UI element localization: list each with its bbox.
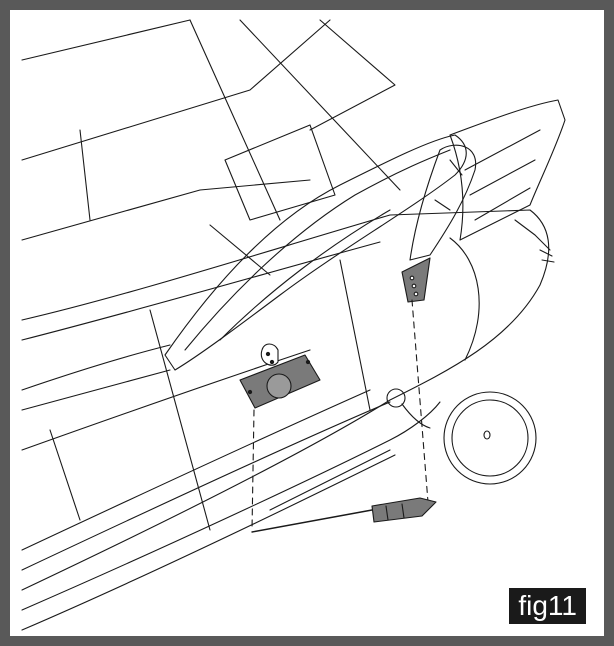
screwdriver — [251, 497, 437, 533]
rudder-control-horn — [401, 257, 431, 303]
alignment-guides — [251, 299, 429, 531]
fuselage — [21, 19, 550, 631]
vertical-fin — [449, 99, 566, 241]
figure-label: fig11 — [509, 588, 586, 624]
horizontal-stabilizer — [164, 134, 467, 371]
tail-wheel — [386, 388, 537, 485]
fuselage-tail-assembly-drawing — [21, 19, 566, 631]
tail-servo — [239, 343, 321, 409]
rudder — [409, 144, 477, 261]
tail-tip-detail — [514, 219, 555, 263]
